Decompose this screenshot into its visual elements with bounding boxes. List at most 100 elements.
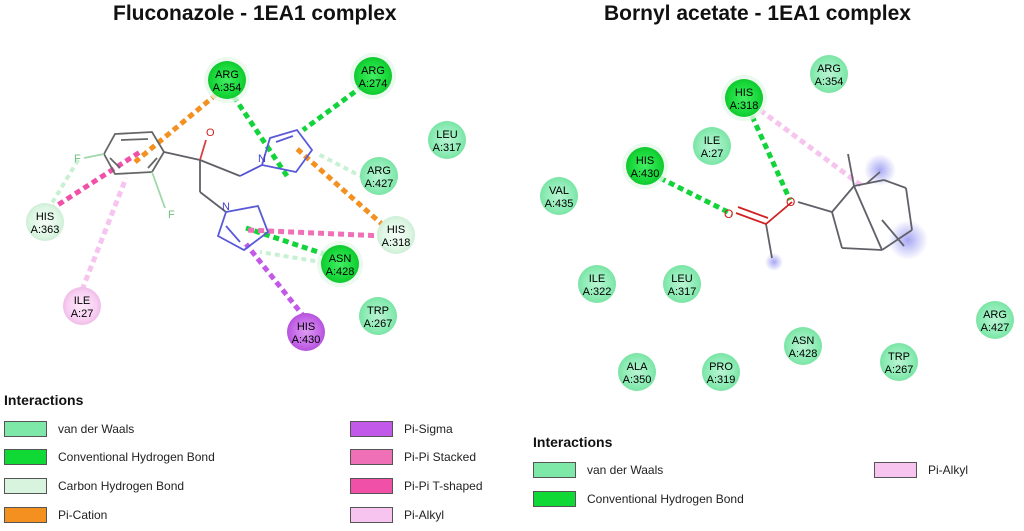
panel-title-fluconazole: Fluconazole - 1EA1 complex (113, 2, 397, 25)
legend-label: Pi-Sigma (404, 422, 453, 436)
atom-label-n: N (222, 201, 230, 213)
residue-id: A:427 (981, 322, 1010, 334)
residue-name: HIS (387, 224, 405, 236)
legend-item-pi-pi-tshaped: Pi-Pi T-shaped (350, 478, 510, 496)
residue-id: A:427 (365, 178, 394, 190)
legend-item-pi-pi-stacked: Pi-Pi Stacked (350, 449, 510, 467)
residue-arg354: ARG A:354 (810, 55, 848, 93)
legend-label: Conventional Hydrogen Bond (587, 492, 744, 506)
legend-label: Pi-Pi Stacked (404, 450, 477, 464)
hbond-line-his318 (749, 114, 793, 202)
residue-ala350: ALA A:350 (618, 353, 656, 391)
residue-name: TRP (888, 351, 910, 363)
residue-id: A:430 (292, 334, 321, 346)
legend-swatch (4, 478, 47, 494)
atom-label-o: O (206, 127, 215, 139)
legend-label: Conventional Hydrogen Bond (58, 450, 215, 464)
residue-name: TRP (367, 305, 389, 317)
residue-val435: VAL A:435 (540, 177, 578, 215)
ligand-bornyl-acetate (735, 153, 928, 271)
legend-swatch (4, 507, 47, 523)
residue-id: A:27 (701, 148, 724, 160)
residue-name: ARG (983, 309, 1007, 321)
residue-arg354: ARG A:354 (204, 57, 250, 103)
residue-leu317: LEU A:317 (428, 121, 466, 159)
residue-id: A:267 (364, 318, 393, 330)
residue-id: A:318 (730, 100, 759, 112)
residue-id: A:267 (885, 364, 914, 376)
legend-swatch (533, 462, 576, 478)
residue-id: A:274 (359, 78, 388, 90)
interaction-lines-bornyl-acetate (658, 107, 864, 217)
residue-name: ARG (361, 65, 385, 77)
residue-id: A:430 (631, 168, 660, 180)
residue-leu317: LEU A:317 (663, 265, 701, 303)
atom-label-o: O (786, 195, 795, 209)
pi-pi-tshaped-line-his363 (48, 149, 142, 213)
legend-swatch (533, 491, 576, 507)
residue-asn428: ASN A:428 (317, 241, 363, 287)
residue-id: A:428 (789, 348, 818, 360)
legend-swatch (350, 478, 393, 494)
ligand-fluconazole (83, 128, 314, 252)
atom-label-n: N (258, 153, 266, 165)
legend-swatch (4, 421, 47, 437)
legend-swatch (350, 421, 393, 437)
residue-arg274: ARG A:274 (350, 53, 396, 99)
pi-cation-line-arg354 (133, 86, 226, 164)
residue-his363: HIS A:363 (26, 203, 64, 241)
residues-bornyl-acetate: HIS A:318 ARG A:354 ILE A:27 HIS A:430 V… (540, 55, 1014, 391)
residue-name: ARG (215, 69, 239, 81)
legend-item-conventional-hb: Conventional Hydrogen Bond (533, 491, 833, 509)
ligand-atom-labels-bornyl-acetate: O O (724, 195, 795, 221)
residues-fluconazole: ARG A:354 ARG A:274 LEU A:317 ARG A:427 … (26, 53, 466, 351)
atom-label-o: O (724, 207, 733, 221)
legend-swatch (350, 449, 393, 465)
residue-name: LEU (436, 129, 457, 141)
residue-pro319: PRO A:319 (702, 353, 740, 391)
residue-id: A:317 (433, 142, 462, 154)
legend-label: van der Waals (58, 422, 135, 436)
residue-name: ASN (792, 335, 815, 347)
hbond-line-his430 (658, 175, 734, 217)
residue-id: A:354 (213, 82, 242, 94)
residue-name: ILE (74, 295, 91, 307)
legend-item-conventional-hb: Conventional Hydrogen Bond (4, 449, 304, 467)
pi-pi-stacked-line-his318 (245, 227, 385, 239)
legend-label: Pi-Pi T-shaped (404, 479, 483, 493)
residue-id: A:322 (583, 286, 612, 298)
residue-trp267: TRP A:267 (359, 297, 397, 335)
legend-swatch (350, 507, 393, 523)
legend-item-carbon-hb: Carbon Hydrogen Bond (4, 478, 304, 496)
residue-name: PRO (709, 361, 733, 373)
ligand-atom-labels-fluconazole: O F F N N (74, 127, 266, 221)
residue-ile27: ILE A:27 (693, 127, 731, 165)
residue-name: ILE (589, 273, 606, 285)
residue-trp267: TRP A:267 (880, 343, 918, 381)
residue-name: HIS (735, 87, 753, 99)
residue-name: HIS (297, 321, 315, 333)
pi-sigma-line-his430 (244, 242, 307, 320)
legend-item-pi-alkyl: Pi-Alkyl (874, 462, 1014, 480)
legend-swatch (874, 462, 917, 478)
residue-id: A:354 (815, 76, 844, 88)
hbond-line-arg354 (225, 86, 290, 178)
residue-id: A:317 (668, 286, 697, 298)
legend-title-left: Interactions (4, 392, 84, 408)
pi-alkyl-line-his318 (758, 107, 864, 189)
legend-label: Pi-Alkyl (928, 463, 969, 477)
residue-name: HIS (36, 211, 54, 223)
residue-name: ARG (367, 165, 391, 177)
legend-label: van der Waals (587, 463, 664, 477)
residue-name: ILE (704, 135, 721, 147)
residue-his318: HIS A:318 (377, 216, 415, 254)
atom-label-f: F (74, 153, 81, 165)
legend-item-pi-sigma: Pi-Sigma (350, 421, 510, 439)
residue-id: A:428 (326, 266, 355, 278)
residue-his430: HIS A:430 (622, 143, 668, 189)
legend-item-pi-cation: Pi-Cation (4, 507, 304, 525)
residue-id: A:363 (31, 224, 60, 236)
residue-name: VAL (549, 185, 569, 197)
residue-asn428: ASN A:428 (784, 327, 822, 365)
residue-his318: HIS A:318 (721, 75, 767, 121)
